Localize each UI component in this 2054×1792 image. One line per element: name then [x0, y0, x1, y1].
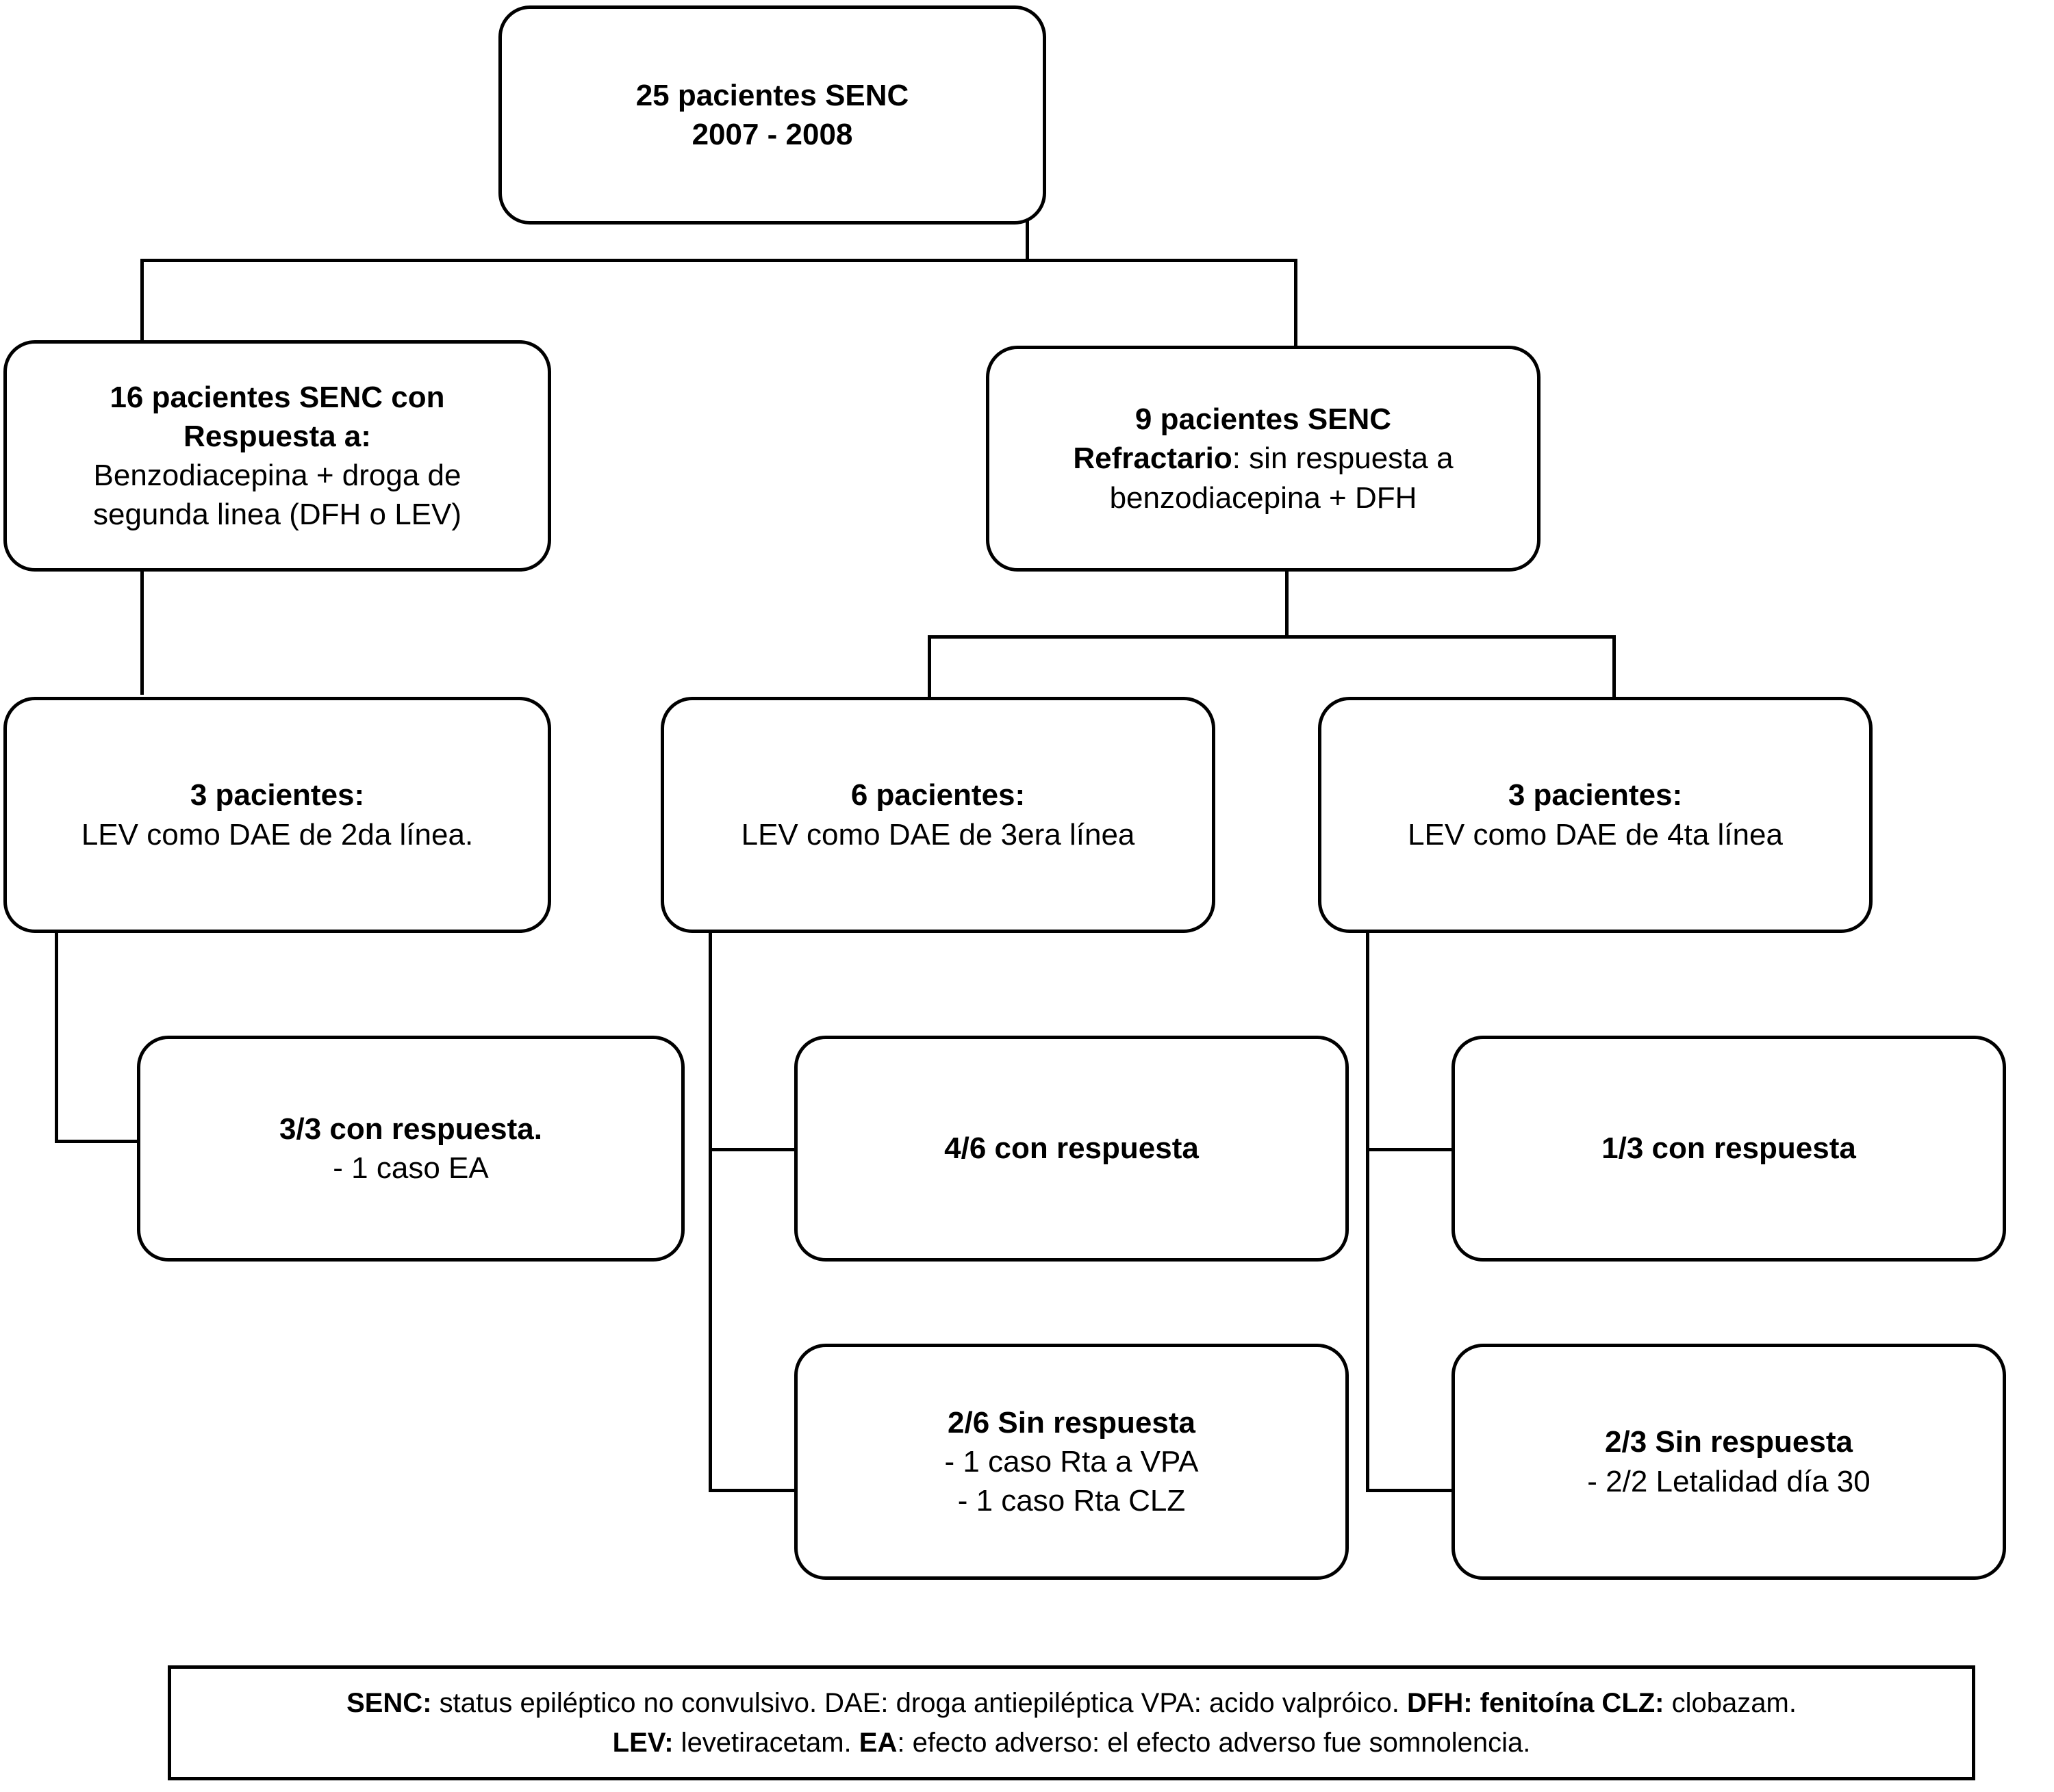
- node-noresp26-line3: - 1 caso Rta CLZ: [957, 1484, 1186, 1518]
- node-lev2-line2: LEV como DAE de 2da línea.: [81, 817, 474, 852]
- legend-line-1-tail: clobazam.: [1664, 1688, 1797, 1718]
- connector-refractory-to-lev3: [928, 635, 931, 697]
- connector-lev3-to-noresp26: [709, 1489, 798, 1492]
- node-noresp23-line2: - 2/2 Letalidad día 30: [1587, 1464, 1871, 1498]
- node-refractory-line3: benzodiacepina + DFH: [1109, 481, 1417, 515]
- legend-line-2-text: levetiracetam.: [673, 1728, 859, 1758]
- node-refractory[interactable]: 9 pacientes SENC Refractario: sin respue…: [986, 346, 1540, 572]
- connector-root-to-responders: [140, 259, 144, 348]
- node-refractory-line1: 9 pacientes SENC: [1134, 402, 1392, 437]
- node-noresp23[interactable]: 2/3 Sin respuesta - 2/2 Letalidad día 30: [1451, 1344, 2006, 1580]
- node-lev2-line1: 3 pacientes:: [190, 778, 365, 812]
- legend-dfh-clz-abbrev: DFH: fenitoína CLZ:: [1407, 1688, 1664, 1718]
- legend-line-1-text: status epiléptico no convulsivo. DAE: dr…: [431, 1688, 1408, 1718]
- legend-line-2-tail: : efecto adverso: el efecto adverso fue …: [897, 1728, 1531, 1758]
- connector-lev4-to-noresp23: [1366, 1489, 1455, 1492]
- legend-lev-abbrev: LEV:: [612, 1728, 674, 1758]
- node-lev2[interactable]: 3 pacientes: LEV como DAE de 2da línea.: [3, 697, 551, 933]
- node-responders[interactable]: 16 pacientes SENC con Respuesta a: Benzo…: [3, 340, 551, 572]
- node-noresp26-line2: - 1 caso Rta a VPA: [944, 1444, 1199, 1479]
- node-refractory-line2-bold: Refractario: [1073, 441, 1232, 476]
- connector-lev4-to-resp13: [1366, 1148, 1455, 1151]
- node-lev3-line2: LEV como DAE de 3era línea: [741, 817, 1135, 852]
- node-lev3-line1: 6 pacientes:: [850, 778, 1026, 812]
- legend-line-1: SENC: status epiléptico no convulsivo. D…: [346, 1683, 1797, 1723]
- connector-lev3-to-resp46: [709, 1148, 798, 1151]
- connector-responders-to-lev2: [140, 565, 144, 695]
- node-refractory-line2: Refractario: sin respuesta a: [1002, 439, 1525, 478]
- connector-refractory-stem: [1285, 570, 1289, 639]
- node-resp13-line1: 1/3 con respuesta: [1601, 1131, 1856, 1166]
- node-resp46-line1: 4/6 con respuesta: [944, 1131, 1199, 1166]
- connector-lev4-trunk: [1366, 931, 1369, 1492]
- node-root-line2: 2007 - 2008: [692, 118, 853, 151]
- legend-line-2: LEV: levetiracetam. EA: efecto adverso: …: [613, 1723, 1531, 1763]
- node-responders-line3: Benzodiacepina + droga de: [93, 459, 461, 492]
- node-resp33-line1: 3/3 con respuesta.: [279, 1112, 542, 1146]
- connector-root-split-bar: [140, 259, 1297, 262]
- connector-lev3-trunk: [709, 931, 712, 1492]
- connector-refractory-to-lev4: [1612, 635, 1616, 697]
- node-lev4[interactable]: 3 pacientes: LEV como DAE de 4ta línea: [1318, 697, 1873, 933]
- node-resp33-line2: - 1 caso EA: [333, 1151, 489, 1185]
- node-resp33[interactable]: 3/3 con respuesta. - 1 caso EA: [137, 1036, 685, 1262]
- node-noresp23-line1: 2/3 Sin respuesta: [1605, 1425, 1853, 1459]
- node-noresp26[interactable]: 2/6 Sin respuesta - 1 caso Rta a VPA - 1…: [794, 1344, 1349, 1580]
- node-lev4-line2: LEV como DAE de 4ta línea: [1408, 817, 1783, 852]
- node-lev3[interactable]: 6 pacientes: LEV como DAE de 3era línea: [661, 697, 1215, 933]
- node-resp13[interactable]: 1/3 con respuesta: [1451, 1036, 2006, 1262]
- node-resp46[interactable]: 4/6 con respuesta: [794, 1036, 1349, 1262]
- node-refractory-line2-rest: : sin respuesta a: [1232, 441, 1454, 476]
- connector-root-to-refractory: [1294, 259, 1297, 348]
- legend-box: SENC: status epiléptico no convulsivo. D…: [168, 1665, 1975, 1780]
- node-root[interactable]: 25 pacientes SENC 2007 - 2008: [498, 5, 1046, 225]
- node-root-line1: 25 pacientes SENC: [635, 78, 909, 112]
- legend-ea-abbrev: EA: [859, 1728, 898, 1758]
- node-noresp26-line1: 2/6 Sin respuesta: [948, 1405, 1195, 1439]
- connector-lev2-to-resp33: [55, 1140, 140, 1143]
- node-responders-line4: segunda linea (DFH o LEV): [92, 498, 462, 532]
- legend-senc-abbrev: SENC:: [346, 1688, 432, 1718]
- node-lev4-line1: 3 pacientes:: [1508, 778, 1683, 812]
- connector-refractory-split-bar: [928, 635, 1616, 639]
- node-responders-line1: 16 pacientes SENC con: [110, 380, 445, 414]
- node-responders-line2: Respuesta a:: [183, 419, 371, 453]
- connector-lev2-drop: [55, 931, 58, 1143]
